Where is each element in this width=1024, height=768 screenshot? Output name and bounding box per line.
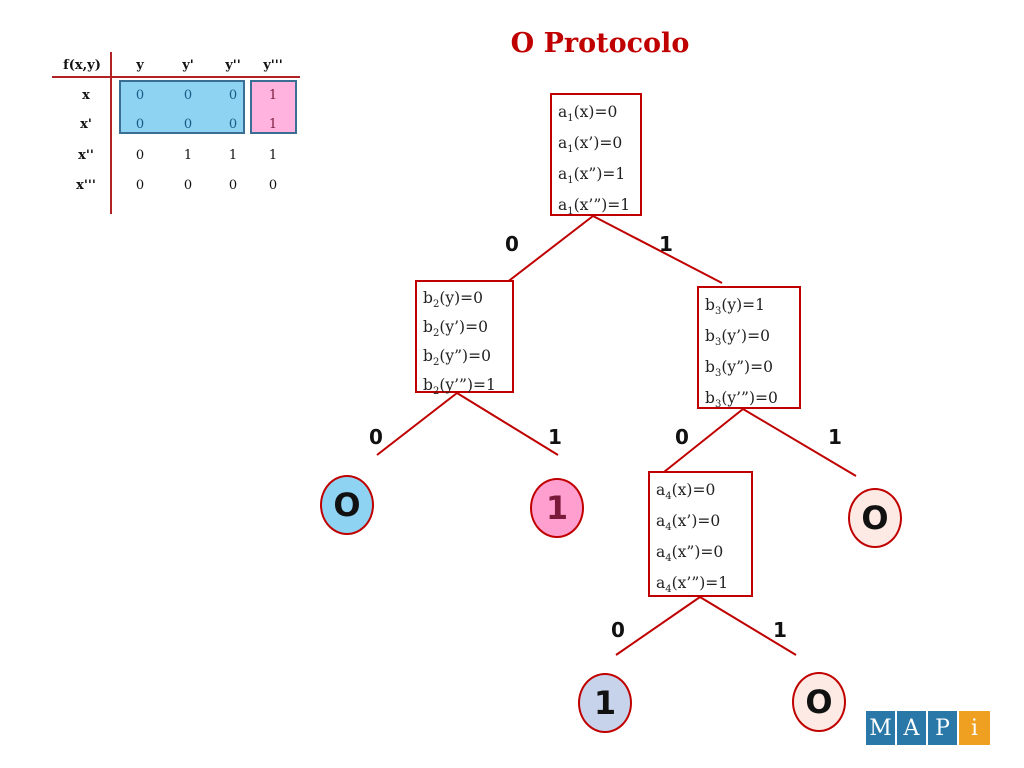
table-cell: 1	[268, 148, 278, 163]
edge-a4-right	[699, 596, 797, 656]
table-cell: 0	[268, 178, 278, 193]
table-cell: 0	[135, 117, 145, 132]
row-header-x2: x''	[78, 148, 94, 163]
edge-a1-right	[592, 215, 723, 284]
table-cell: 0	[228, 88, 238, 103]
edge-b3-left	[663, 408, 744, 473]
slide-title: O Protocolo	[510, 28, 690, 59]
edge-label-b2-right: 1	[548, 425, 562, 449]
edge-b2-left	[376, 392, 458, 456]
table-cell: 1	[268, 88, 278, 103]
table-cell: 0	[135, 148, 145, 163]
edge-label-a1-left: 0	[505, 232, 519, 256]
logo-letter: M	[866, 711, 897, 745]
row-header-x1: x'	[80, 117, 92, 132]
row-header-x3: x'''	[76, 178, 96, 193]
col-header-y2: y''	[225, 58, 241, 73]
table-corner: f(x,y)	[63, 58, 101, 73]
table-cell: 0	[228, 178, 238, 193]
node-b2: b2(y)=0 b2(y’)=0 b2(y”)=0 b2(y’”)=1	[415, 280, 514, 397]
logo-letter: i	[959, 711, 990, 745]
edge-label-a4-left: 0	[611, 618, 625, 642]
col-header-y1: y'	[182, 58, 194, 73]
row-header-x: x	[82, 88, 90, 103]
edge-b3-right	[742, 408, 857, 477]
edge-label-a1-right: 1	[659, 232, 673, 256]
table-cell: 0	[183, 88, 193, 103]
leaf-a4-right: O	[792, 672, 846, 732]
table-cell: 0	[228, 117, 238, 132]
edge-label-b2-left: 0	[369, 425, 383, 449]
leaf-b2-left: O	[320, 475, 374, 535]
logo-letter: A	[897, 711, 928, 745]
highlight-zero-block	[119, 80, 245, 134]
edge-b2-right	[456, 392, 559, 456]
table-cell: 1	[228, 148, 238, 163]
leaf-b3-right: O	[848, 488, 902, 548]
leaf-b2-right: 1	[530, 478, 584, 538]
edge-label-a4-right: 1	[773, 618, 787, 642]
edge-a4-left	[615, 596, 701, 656]
table-cell: 0	[135, 178, 145, 193]
node-a4: a4(x)=0 a4(x’)=0 a4(x”)=0 a4(x’”)=1	[648, 471, 753, 597]
table-cell: 0	[183, 178, 193, 193]
table-cell: 1	[268, 117, 278, 132]
node-b3: b3(y)=1 b3(y’)=0 b3(y”)=0 b3(y’”)=0	[697, 286, 801, 410]
table-cell: 1	[183, 148, 193, 163]
truth-table: f(x,y) y y' y'' y''' x x' x'' x''' 0 0 0…	[0, 0, 310, 220]
col-header-y3: y'''	[263, 58, 283, 73]
node-a1: a1(x)=0 a1(x’)=0 a1(x”)=1 a1(x’”)=1	[550, 93, 642, 217]
table-cell: 0	[183, 117, 193, 132]
edge-label-b3-right: 1	[828, 425, 842, 449]
mapi-logo: M A P i	[866, 711, 990, 745]
table-cell: 0	[135, 88, 145, 103]
table-vertical-divider	[110, 52, 112, 214]
edge-label-b3-left: 0	[675, 425, 689, 449]
highlight-one-block	[250, 80, 297, 134]
leaf-a4-left: 1	[578, 673, 632, 733]
table-horizontal-divider	[52, 76, 300, 78]
col-header-y: y	[136, 58, 144, 73]
logo-letter: P	[928, 711, 959, 745]
